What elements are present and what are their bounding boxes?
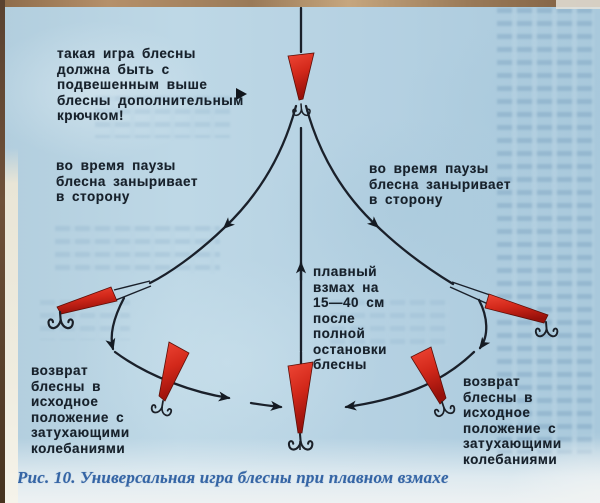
scan-edge-left-dark xyxy=(0,0,5,503)
print-bleedthrough-patch xyxy=(55,226,220,274)
return-arc-right-dive xyxy=(477,298,491,350)
lure-bottom-right xyxy=(410,346,447,405)
leader-line-left-a xyxy=(113,280,151,291)
trajectory-arc-upper-left-tail xyxy=(148,226,226,285)
page-corner-light-area xyxy=(470,408,600,503)
label-pause-dive-left: во время паузы блесна заныривает в сторо… xyxy=(56,158,198,204)
print-bleedthrough-right-column xyxy=(497,8,594,454)
ink-speck xyxy=(236,88,247,100)
page-edge-cream-strip xyxy=(5,148,18,503)
leader-line-left-b xyxy=(115,285,152,301)
trajectory-arc-upper-right xyxy=(304,104,380,229)
trajectory-arc-upper-left xyxy=(222,104,298,230)
lure-right xyxy=(484,293,549,324)
treble-hook-icon xyxy=(149,397,175,418)
treble-hook-icon xyxy=(534,321,559,338)
lure-left xyxy=(56,286,118,315)
treble-hook-icon xyxy=(432,398,457,418)
trajectory-arc-upper-right-tail xyxy=(376,225,455,286)
print-bleedthrough-patch xyxy=(330,300,450,346)
lure-bottom-center xyxy=(287,361,314,434)
scan-edge-top-right xyxy=(556,0,600,9)
treble-hook-icon xyxy=(287,432,314,451)
label-pause-dive-right: во время паузы блесна заныривает в сторо… xyxy=(369,161,511,207)
return-arc-right xyxy=(344,350,476,411)
leader-line-right-b xyxy=(449,286,489,305)
label-extra-hook-note: такая игра блесны должна быть с подвешен… xyxy=(57,46,244,123)
return-arc-left-dive xyxy=(105,296,126,351)
label-return-right: возврат блесны в исходное положение с за… xyxy=(463,374,562,467)
treble-hook-icon xyxy=(47,310,74,330)
label-smooth-swing: плавный взмах на 15—40 см после полной о… xyxy=(313,264,387,372)
leader-line-right-a xyxy=(451,281,491,296)
return-arrow-to-center-left xyxy=(249,400,283,411)
lure-top xyxy=(287,52,315,101)
lure-bottom-left xyxy=(158,341,190,402)
figure-caption: Рис. 10. Универсальная игра блесны при п… xyxy=(17,468,449,487)
label-return-left: возврат блесны в исходное положение с за… xyxy=(31,363,130,456)
scan-edge-top xyxy=(0,0,600,7)
print-bleedthrough-patch xyxy=(95,96,230,138)
